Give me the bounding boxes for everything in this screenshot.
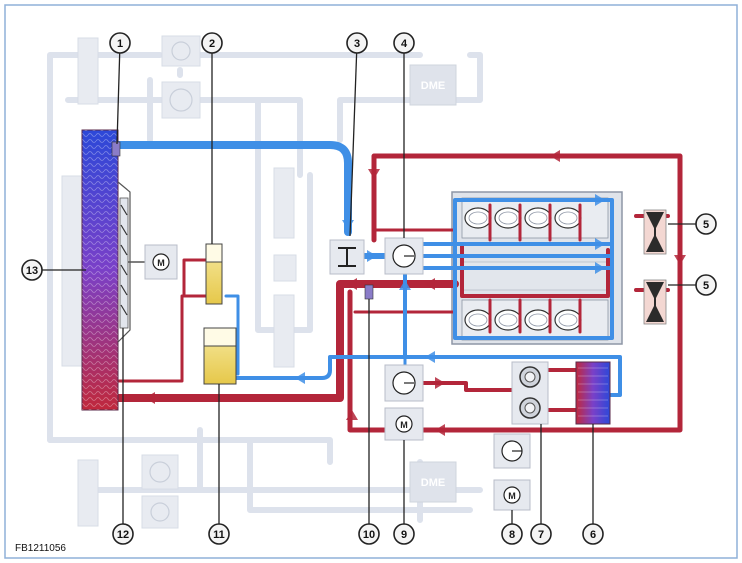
callout-marker bbox=[393, 523, 415, 545]
ghost-radiator-bottom bbox=[77, 459, 99, 527]
cylinders-top bbox=[464, 207, 582, 229]
ghost-cooler-mid-2 bbox=[273, 294, 295, 368]
heater-core bbox=[575, 361, 611, 425]
ghost-pump-top-icon bbox=[169, 88, 193, 112]
callout-number: 12 bbox=[117, 529, 129, 541]
temperature-sensor-icon bbox=[111, 141, 121, 157]
ghost-dme-label-bottom: DME bbox=[421, 477, 445, 489]
expansion-tanks bbox=[203, 243, 237, 385]
ghost-dme-label-top: DME bbox=[421, 80, 445, 92]
ghost-pump-bottom bbox=[141, 454, 179, 490]
main-coolant-pump bbox=[384, 237, 424, 275]
callout-number: 9 bbox=[401, 529, 407, 541]
callout-marker bbox=[530, 523, 552, 545]
flow-arrow-icon bbox=[595, 194, 605, 206]
flow-arrows bbox=[145, 150, 686, 436]
thermostat-icon bbox=[338, 247, 356, 267]
ghost-background-circuit: DME DME bbox=[47, 35, 483, 529]
flow-arrow-icon bbox=[145, 392, 155, 404]
flow-arrow-icon bbox=[595, 262, 605, 274]
radiator-fins bbox=[82, 130, 118, 410]
callout-marker bbox=[201, 32, 223, 54]
flow-arrow-icon bbox=[425, 351, 435, 363]
callout-marker bbox=[358, 523, 380, 545]
svg-text:M: M bbox=[400, 420, 408, 430]
callout-marker bbox=[501, 523, 523, 545]
ghost-pump-bottom-icon bbox=[149, 461, 171, 483]
flow-arrow-icon bbox=[435, 424, 445, 436]
ghost-dme-top bbox=[409, 64, 457, 106]
electric-motor-icon bbox=[152, 253, 170, 271]
callout-number: 8 bbox=[509, 529, 515, 541]
callout-marker bbox=[109, 32, 131, 54]
heater-core-icon bbox=[575, 361, 611, 425]
flow-arrow-icon bbox=[595, 238, 605, 250]
callout-number: 2 bbox=[209, 38, 215, 50]
fan-blades bbox=[120, 204, 128, 316]
fan-motor: M bbox=[128, 244, 178, 280]
callout-marker bbox=[695, 274, 717, 296]
flow-arrow-icon bbox=[435, 377, 445, 389]
flow-arrow-icon bbox=[367, 250, 377, 262]
ghost-motor-bottom-icon bbox=[150, 502, 170, 522]
callout-number: 7 bbox=[538, 529, 544, 541]
ghost-radiator-top bbox=[77, 37, 99, 105]
ghost-cooler-mid-1 bbox=[273, 167, 295, 239]
turbochargers bbox=[643, 209, 667, 325]
callout-number: 13 bbox=[26, 265, 38, 277]
callout-number: 5 bbox=[703, 280, 709, 292]
flow-arrow-icon bbox=[674, 255, 686, 265]
callout-marker bbox=[582, 523, 604, 545]
fan-shroud-outline bbox=[117, 181, 131, 343]
figure-code: FB1211056 bbox=[15, 543, 66, 554]
flow-arrow-icon bbox=[399, 280, 411, 290]
thermostat bbox=[329, 239, 365, 275]
turbocharger-upper bbox=[643, 209, 667, 255]
flow-arrow-icon bbox=[346, 410, 358, 420]
electric-water-pump-group: M bbox=[493, 433, 531, 511]
callout-leader-line bbox=[349, 42, 358, 237]
callout-marker bbox=[393, 32, 415, 54]
ghost-dme-bottom bbox=[409, 461, 457, 503]
ewp-motor-icon bbox=[503, 486, 521, 504]
aux-motor-icon bbox=[395, 415, 413, 433]
fan-shroud bbox=[117, 181, 131, 343]
callout-marker bbox=[695, 213, 717, 235]
fan-icon bbox=[119, 197, 129, 329]
callout-number: 5 bbox=[703, 219, 709, 231]
ghost-radiator-left bbox=[61, 175, 83, 367]
flow-arrow-icon bbox=[550, 150, 560, 162]
heater-valve bbox=[511, 361, 549, 425]
coolant-sensor-icon bbox=[364, 284, 374, 300]
flow-arrow-icon bbox=[347, 278, 357, 290]
ghost-pump-top bbox=[161, 81, 201, 119]
callout-marker bbox=[208, 523, 230, 545]
turbocharger-lower bbox=[643, 279, 667, 325]
callout-number: 11 bbox=[213, 529, 225, 541]
callout-number: 1 bbox=[117, 38, 123, 50]
callout-marker bbox=[346, 32, 368, 54]
flow-arrow-icon bbox=[368, 169, 380, 179]
flow-arrow-icon bbox=[425, 278, 435, 290]
callout-marker bbox=[112, 523, 134, 545]
auxiliary-pump-group: M bbox=[384, 364, 424, 441]
flow-arrow-icon bbox=[295, 372, 305, 384]
ghost-motor-top bbox=[161, 35, 201, 67]
callout-number: 10 bbox=[363, 529, 375, 541]
callout-number: 4 bbox=[401, 38, 408, 50]
ghost-tank bbox=[273, 254, 297, 282]
motor-symbol: M bbox=[157, 258, 165, 268]
callout-number: 3 bbox=[354, 38, 360, 50]
ghost-motor-bottom bbox=[141, 495, 179, 529]
ghost-motor-top-icon bbox=[171, 41, 191, 61]
callout-number: 6 bbox=[590, 529, 596, 541]
callout-marker bbox=[21, 259, 43, 281]
radiator bbox=[81, 129, 121, 411]
svg-text:M: M bbox=[508, 491, 516, 501]
callout-leader-line bbox=[116, 42, 121, 145]
cylinders-bottom bbox=[464, 309, 582, 331]
